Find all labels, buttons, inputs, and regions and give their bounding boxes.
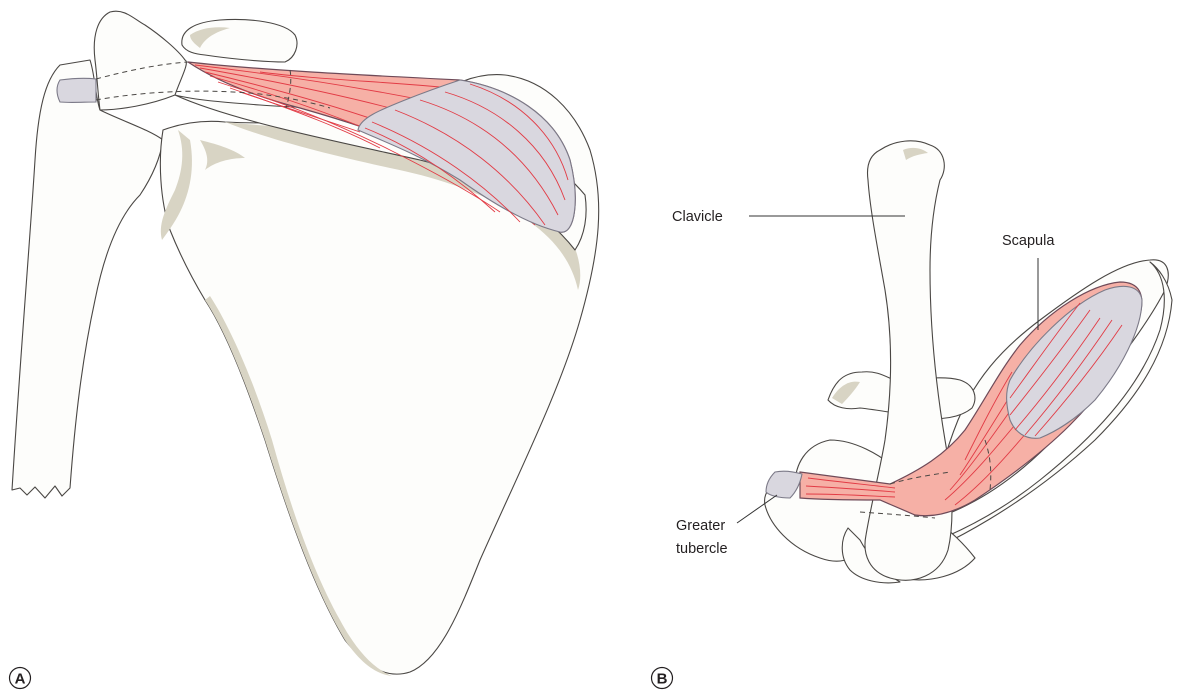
greater-tubercle-label-line2: tubercle xyxy=(676,541,728,557)
panel-a-diagram: A xyxy=(10,11,599,688)
tendon-insertion-a xyxy=(57,78,96,102)
panel-b-diagram: Clavicle Scapula Greater tubercle B xyxy=(652,141,1173,689)
panel-b-label: B xyxy=(657,671,668,688)
panel-a-label: A xyxy=(15,671,26,688)
humerus-bone-a xyxy=(12,60,163,498)
acromion-a xyxy=(94,11,186,110)
greater-tubercle-label-line1: Greater xyxy=(676,518,725,534)
clavicle-label: Clavicle xyxy=(672,209,723,225)
scapula-label: Scapula xyxy=(1002,233,1055,249)
